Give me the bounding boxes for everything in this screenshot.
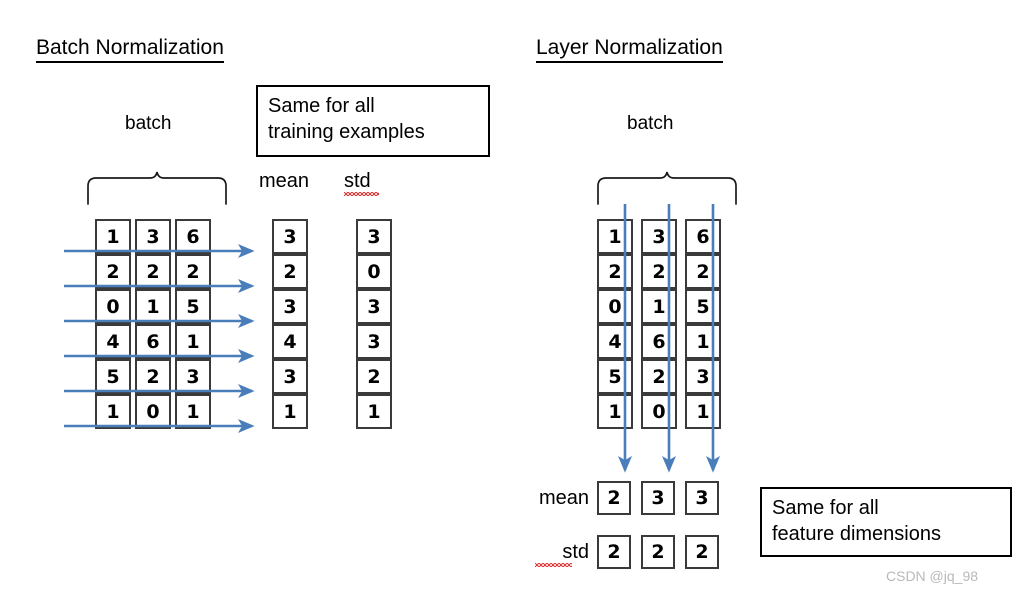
mean-column-header-left: mean	[259, 170, 310, 192]
matrix-cell: 0	[95, 289, 131, 324]
matrix-cell: 5	[175, 289, 211, 324]
std-cell: 3	[356, 289, 392, 324]
matrix-cell: 2	[641, 254, 677, 289]
std-cell: 3	[356, 219, 392, 254]
mean-row-header-right: mean	[538, 487, 589, 509]
matrix-cell: 5	[685, 289, 721, 324]
std-cell: 2	[356, 359, 392, 394]
matrix-cell: 1	[641, 289, 677, 324]
matrix-cell: 2	[135, 254, 171, 289]
batch-label-left: batch	[125, 113, 172, 134]
matrix-cell: 3	[135, 219, 171, 254]
matrix-cell: 1	[95, 219, 131, 254]
matrix-cell: 5	[597, 359, 633, 394]
std-cell: 2	[597, 535, 631, 569]
mean-cell: 3	[272, 359, 308, 394]
matrix-cell: 0	[641, 394, 677, 429]
watermark: CSDN @jq_98	[886, 568, 979, 584]
callout-same-for-all-training-examples: Same for all training examples	[256, 85, 490, 157]
mean-cell: 2	[272, 254, 308, 289]
std-cell: 0	[356, 254, 392, 289]
matrix-cell: 2	[641, 359, 677, 394]
matrix-cell: 3	[641, 219, 677, 254]
mean-cell: 3	[272, 219, 308, 254]
matrix-cell: 0	[597, 289, 633, 324]
batch-label-right: batch	[627, 113, 674, 134]
matrix-cell: 2	[685, 254, 721, 289]
matrix-cell: 2	[175, 254, 211, 289]
mean-cell: 3	[685, 481, 719, 515]
matrix-cell: 2	[597, 254, 633, 289]
matrix-cell: 6	[685, 219, 721, 254]
std-cell: 2	[685, 535, 719, 569]
matrix-cell: 6	[175, 219, 211, 254]
matrix-cell: 4	[95, 324, 131, 359]
matrix-cell: 3	[685, 359, 721, 394]
mean-cell: 3	[641, 481, 675, 515]
std-cell: 2	[641, 535, 675, 569]
matrix-cell: 0	[135, 394, 171, 429]
spellcheck-underline-std-left	[344, 192, 379, 196]
mean-cell: 2	[597, 481, 631, 515]
matrix-cell: 6	[641, 324, 677, 359]
matrix-cell: 1	[597, 219, 633, 254]
matrix-cell: 6	[135, 324, 171, 359]
mean-cell: 1	[272, 394, 308, 429]
matrix-cell: 2	[135, 359, 171, 394]
mean-cell: 4	[272, 324, 308, 359]
batch-brace-left	[87, 171, 227, 205]
spellcheck-underline-std-right	[535, 563, 572, 567]
matrix-cell: 1	[135, 289, 171, 324]
batch-normalization-title: Batch Normalization	[36, 36, 224, 64]
matrix-cell: 1	[175, 394, 211, 429]
layer-normalization-title: Layer Normalization	[536, 36, 723, 64]
matrix-cell: 4	[597, 324, 633, 359]
std-column-header-left: std	[344, 170, 371, 192]
matrix-cell: 1	[597, 394, 633, 429]
matrix-cell: 1	[95, 394, 131, 429]
mean-cell: 3	[272, 289, 308, 324]
matrix-cell: 1	[685, 324, 721, 359]
std-cell: 1	[356, 394, 392, 429]
matrix-cell: 1	[685, 394, 721, 429]
std-cell: 3	[356, 324, 392, 359]
matrix-cell: 2	[95, 254, 131, 289]
callout-same-for-all-feature-dimensions: Same for all feature dimensions	[760, 487, 1012, 557]
matrix-cell: 5	[95, 359, 131, 394]
batch-brace-right	[597, 171, 737, 205]
matrix-cell: 1	[175, 324, 211, 359]
matrix-cell: 3	[175, 359, 211, 394]
std-row-header-right: std	[562, 541, 589, 563]
